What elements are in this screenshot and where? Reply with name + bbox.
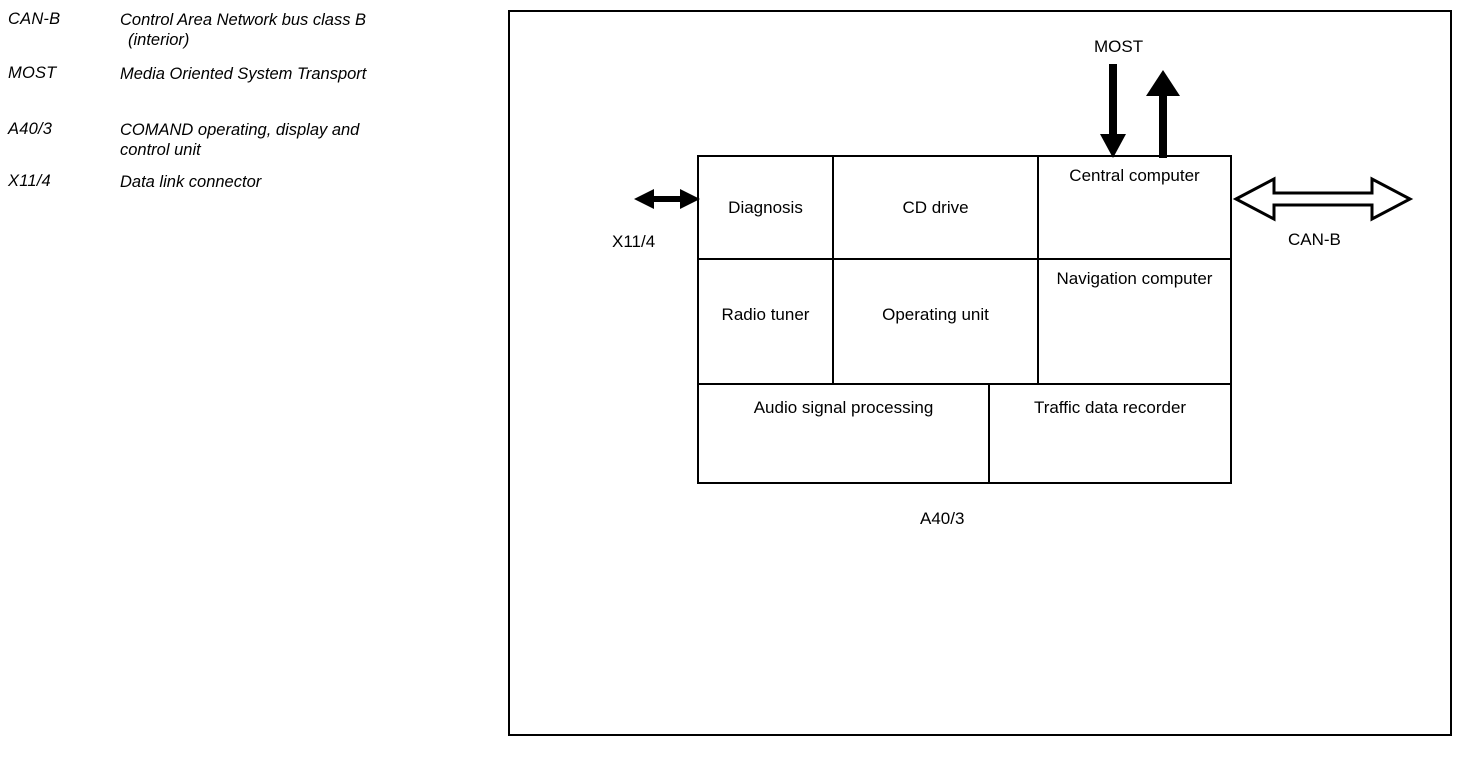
legend-definition: COMAND operating, display and control un… (120, 120, 470, 160)
module-label: Audio signal processing (753, 398, 934, 417)
legend-definition-line2: control unit (120, 141, 201, 159)
legend: CAN-B Control Area Network bus class B (… (0, 0, 480, 210)
grid-divider-horizontal (699, 383, 1230, 385)
module-label: Navigation computer (1056, 269, 1213, 288)
module-central-computer[interactable]: Central computer (1039, 157, 1230, 258)
legend-definition-line1: Control Area Network bus class B (120, 11, 367, 29)
module-diagnosis[interactable]: Diagnosis (699, 157, 832, 258)
legend-definition-line1: Data link connector (120, 173, 262, 191)
module-label: CD drive (902, 198, 969, 217)
most-arrow-up-icon (1146, 70, 1180, 158)
module-audio-signal-processing[interactable]: Audio signal processing (699, 385, 988, 482)
module-radio-tuner[interactable]: Radio tuner (699, 260, 832, 383)
legend-definition: Data link connector (120, 172, 470, 192)
module-operating-unit[interactable]: Operating unit (834, 260, 1037, 383)
module-label: Traffic data recorder (1033, 398, 1187, 417)
module-label: Operating unit (882, 305, 989, 324)
label-a40-3-unit: A40/3 (920, 509, 965, 528)
can-b-bus-arrow-icon (1232, 176, 1414, 222)
most-bus-arrows (1100, 64, 1180, 158)
legend-term: CAN-B (8, 10, 61, 28)
x11-4-connector-arrow-icon (634, 189, 700, 209)
legend-definition: Control Area Network bus class B (interi… (120, 10, 470, 50)
module-cd-drive[interactable]: CD drive (834, 157, 1037, 258)
grid-divider-vertical (1037, 157, 1039, 383)
legend-definition-line2: (interior) (128, 31, 190, 49)
grid-divider-vertical (832, 157, 834, 383)
grid-divider-horizontal (699, 258, 1230, 260)
module-label: Diagnosis (728, 198, 803, 217)
module-label: Central computer (1069, 166, 1200, 185)
legend-term: A40/3 (8, 120, 53, 138)
legend-term: X11/4 (8, 172, 51, 190)
most-arrow-down-icon (1100, 64, 1126, 158)
label-most: MOST (1094, 37, 1144, 56)
label-x11-4: X11/4 (612, 232, 656, 251)
module-label: Radio tuner (721, 305, 810, 324)
legend-term: MOST (8, 64, 57, 82)
legend-definition-line1: Media Oriented System Transport (120, 65, 367, 83)
comand-unit-grid: Diagnosis CD drive Central computer Radi… (697, 155, 1232, 484)
legend-definition-line1: COMAND operating, display and (120, 121, 360, 139)
grid-divider-vertical (988, 383, 990, 482)
label-can-b: CAN-B (1288, 230, 1341, 249)
module-navigation-computer[interactable]: Navigation computer (1039, 260, 1230, 383)
legend-definition: Media Oriented System Transport (120, 64, 470, 84)
module-traffic-data-recorder[interactable]: Traffic data recorder (990, 385, 1230, 482)
